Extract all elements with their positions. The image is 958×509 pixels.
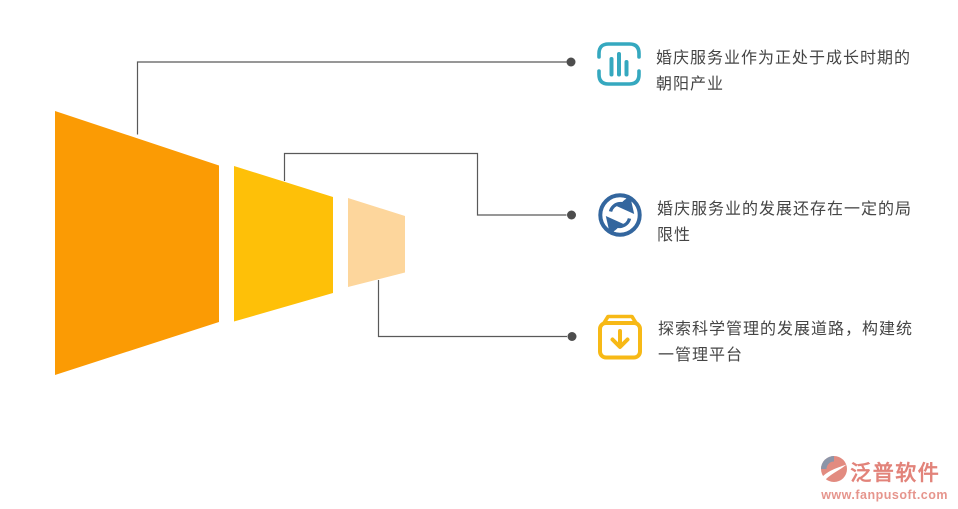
- connector-line-3: [377, 280, 567, 338]
- callout-text: 婚庆服务业作为正处于成长时期的朝阳产业: [656, 50, 912, 93]
- callout-text: 探索科学管理的发展道路，构建统一管理平台: [658, 321, 914, 364]
- connector-dot-1: [566, 57, 576, 67]
- funnel-segment-1: [55, 111, 219, 375]
- callout-platform: 探索科学管理的发展道路，构建统一管理平台: [597, 313, 918, 369]
- funnel-segment-3: [348, 198, 405, 287]
- fanpu-logo-icon: [821, 456, 848, 487]
- bar-chart-icon: [597, 42, 641, 91]
- callout-limitations: 婚庆服务业的发展还存在一定的局限性: [598, 193, 917, 249]
- funnel-segment-2: [234, 166, 333, 322]
- fanpu-logo: 泛普软件 www.fanpusoft.com: [821, 456, 948, 502]
- callout-growth-industry: 婚庆服务业作为正处于成长时期的朝阳产业: [597, 42, 916, 98]
- connector-line-1: [136, 61, 567, 135]
- logo-url: www.fanpusoft.com: [821, 488, 948, 502]
- connector-dot-2: [567, 210, 576, 220]
- connector-line-2: [283, 152, 567, 216]
- callout-text: 婚庆服务业的发展还存在一定的局限性: [657, 201, 913, 244]
- box-download-icon: [597, 313, 643, 366]
- sync-icon: [598, 193, 642, 242]
- connector-dot-3: [567, 332, 577, 341]
- logo-name: 泛普软件: [850, 461, 941, 485]
